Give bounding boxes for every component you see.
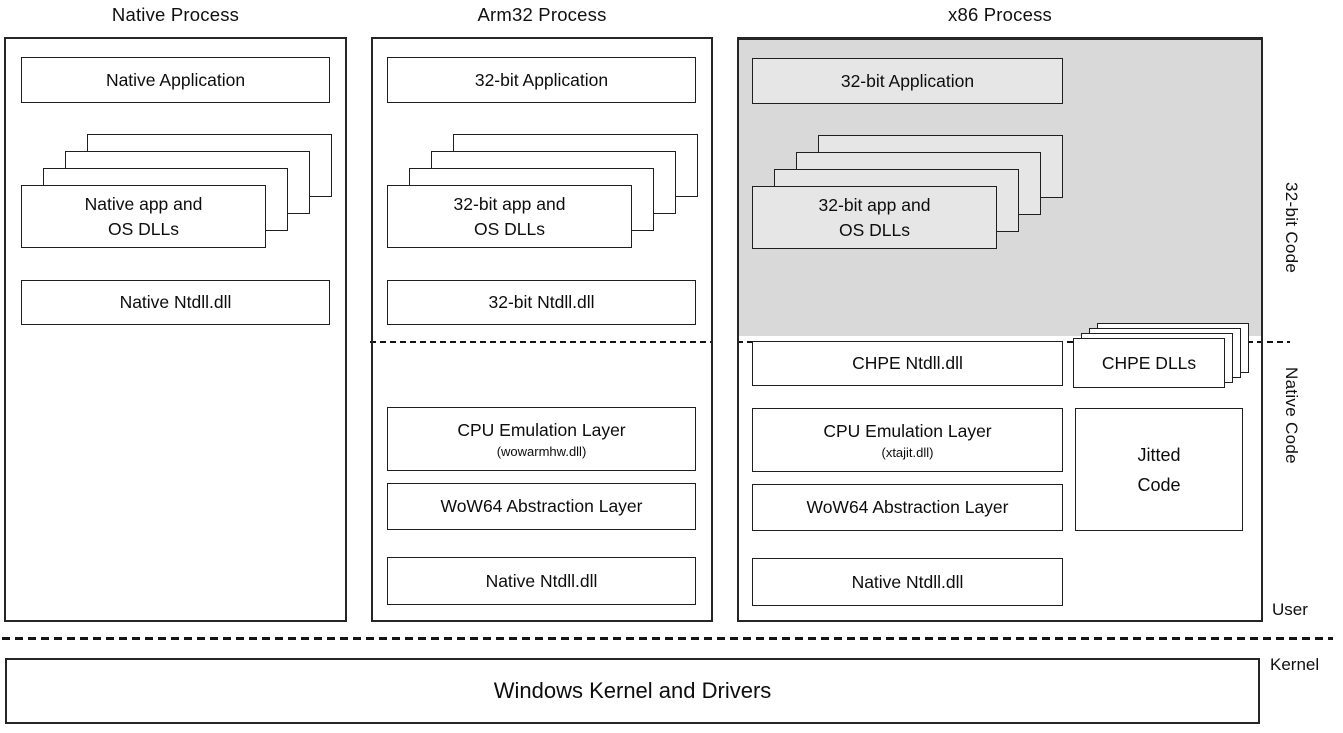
32bit-code-side-label: 32-bit Code — [1282, 182, 1301, 274]
arm32-dlls-label-line1: 32-bit app and — [453, 193, 566, 214]
x86-application-box: 32-bit Application — [752, 58, 1063, 104]
native-dlls-stack: Native app and OS DLLs — [21, 134, 332, 248]
arm32-process-title: Arm32 Process — [477, 4, 607, 25]
arm32-cpu-emulation-dll-label: (wowarmhw.dll) — [496, 444, 587, 459]
x86-chpe-ntdll-label: CHPE Ntdll.dll — [852, 353, 963, 373]
x86-cpu-emulation-box: CPU Emulation Layer (xtajit.dll) — [752, 408, 1063, 472]
x86-dlls-label-line2: OS DLLs — [839, 219, 910, 240]
arm32-ntdll-box: 32-bit Ntdll.dll — [387, 280, 696, 325]
x86-process-title: x86 Process — [948, 4, 1052, 25]
kernel-mode-label: Kernel — [1270, 655, 1320, 674]
arm32-wow64-box: WoW64 Abstraction Layer — [387, 483, 696, 530]
x86-dlls-stack: 32-bit app and OS DLLs — [752, 135, 1063, 249]
arm32-cpu-emulation-box: CPU Emulation Layer (wowarmhw.dll) — [387, 407, 696, 471]
arm32-application-box: 32-bit Application — [387, 57, 696, 103]
arm32-dlls-label-line2: OS DLLs — [474, 218, 545, 239]
native-dlls-front-box: Native app and OS DLLs — [21, 185, 266, 248]
x86-wow64-box: WoW64 Abstraction Layer — [752, 484, 1063, 531]
native-dlls-label-line2: OS DLLs — [108, 218, 179, 239]
native-application-label: Native Application — [105, 69, 246, 90]
x86-application-label: 32-bit Application — [840, 70, 975, 91]
arm32-dlls-front-box: 32-bit app and OS DLLs — [387, 185, 632, 248]
native-dlls-label-line1: Native app and — [84, 193, 203, 214]
windows-kernel-label: Windows Kernel and Drivers — [493, 678, 772, 703]
x86-native-ntdll-box: Native Ntdll.dll — [752, 558, 1063, 606]
x86-jitted-code-label-line1: Jitted — [1137, 444, 1181, 465]
native-process-title: Native Process — [111, 4, 240, 25]
x86-jitted-code-label-line2: Code — [1137, 474, 1181, 495]
x86-dlls-front-box: 32-bit app and OS DLLs — [752, 186, 997, 249]
user-mode-label: User — [1272, 600, 1308, 619]
arm32-wow64-label: WoW64 Abstraction Layer — [440, 496, 643, 516]
x86-chpe-dlls-label: CHPE DLLs — [1101, 352, 1197, 373]
x86-chpe-ntdll-box: CHPE Ntdll.dll — [752, 341, 1063, 386]
arm32-ntdll-label: 32-bit Ntdll.dll — [488, 292, 595, 312]
native-application-box: Native Application — [21, 57, 330, 103]
x86-chpe-dlls-stack: CHPE DLLs — [1073, 323, 1249, 388]
native-ntdll-label: Native Ntdll.dll — [119, 292, 232, 312]
native-ntdll-box: Native Ntdll.dll — [21, 280, 330, 325]
arm32-native-ntdll-label: Native Ntdll.dll — [485, 570, 598, 591]
arm32-cpu-emulation-label: CPU Emulation Layer — [457, 420, 626, 440]
x86-process-column: 32-bit Application 32-bit app and OS DLL… — [737, 37, 1263, 622]
x86-wow64-label: WoW64 Abstraction Layer — [806, 497, 1009, 517]
code-boundary-dashed-line-arm32 — [370, 341, 712, 343]
x86-cpu-emulation-label: CPU Emulation Layer — [823, 421, 992, 441]
x86-cpu-emulation-dll-label: (xtajit.dll) — [881, 445, 934, 460]
x86-jitted-code-box: Jitted Code — [1075, 408, 1243, 531]
x86-native-ntdll-label: Native Ntdll.dll — [851, 571, 964, 592]
arm32-process-column: 32-bit Application 32-bit app and OS DLL… — [371, 37, 713, 622]
windows-kernel-box: Windows Kernel and Drivers — [5, 658, 1260, 724]
arm32-application-label: 32-bit Application — [474, 69, 609, 90]
native-process-column: Native Application Native app and OS DLL… — [4, 37, 347, 622]
x86-chpe-dlls-front-box: CHPE DLLs — [1073, 338, 1225, 388]
arm32-native-ntdll-box: Native Ntdll.dll — [387, 557, 696, 605]
user-kernel-dashed-line — [2, 637, 1333, 640]
arm32-dlls-stack: 32-bit app and OS DLLs — [387, 134, 698, 248]
x86-dlls-label-line1: 32-bit app and — [818, 194, 931, 215]
native-code-side-label: Native Code — [1282, 367, 1301, 464]
